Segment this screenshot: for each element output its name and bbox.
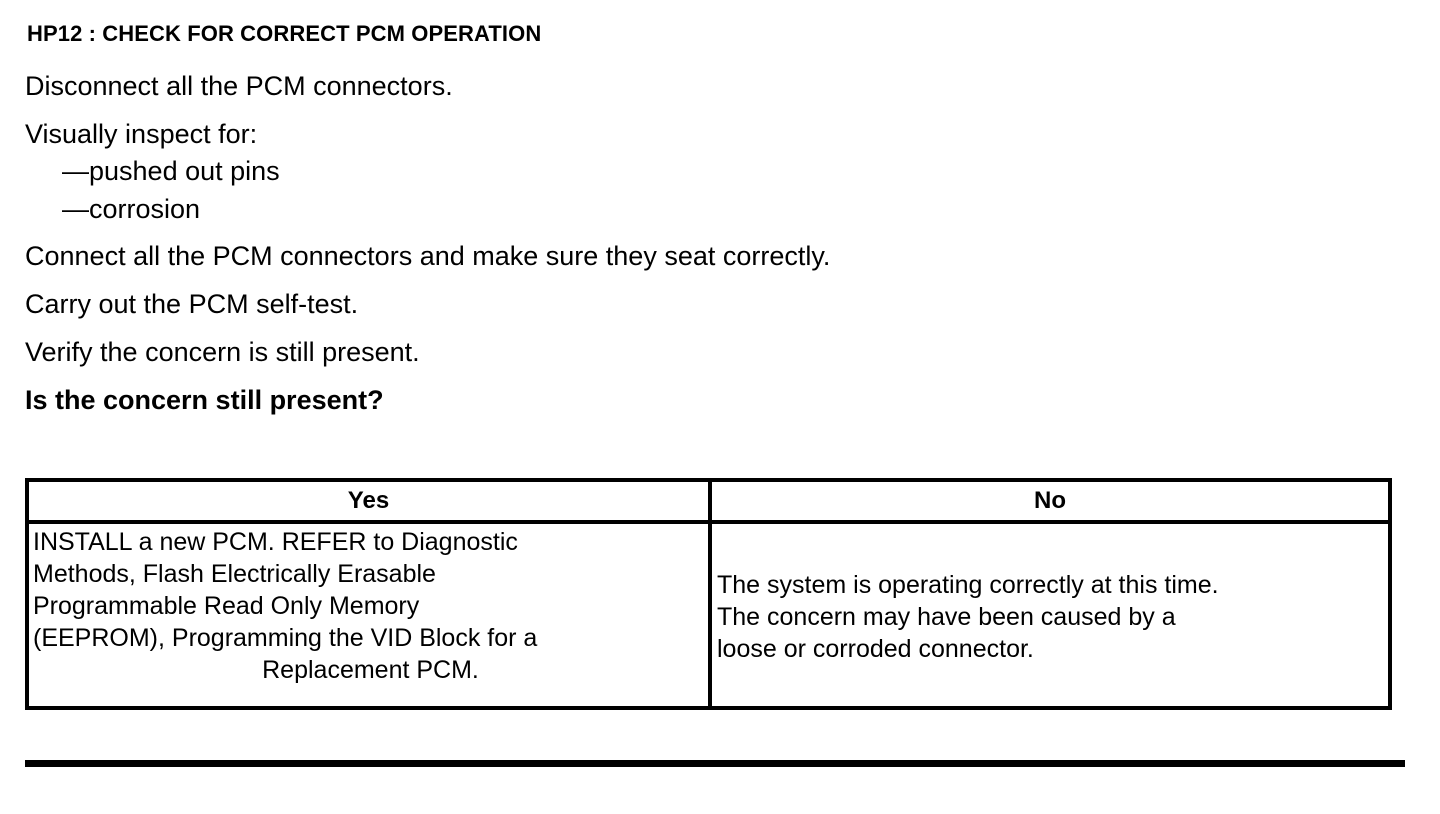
cell-text-line: loose or corroded connector. bbox=[717, 635, 1034, 663]
decision-table-body-row: INSTALL a new PCM. REFER to Diagnostic M… bbox=[29, 524, 1388, 710]
footer-divider-rule bbox=[25, 760, 1405, 767]
procedure-bullet-pushed-out-pins: —pushed out pins bbox=[62, 156, 280, 186]
column-divider bbox=[708, 524, 712, 710]
decision-table: Yes No INSTALL a new PCM. REFER to Diagn… bbox=[25, 478, 1392, 710]
decision-table-cell-yes: INSTALL a new PCM. REFER to Diagnostic M… bbox=[29, 524, 708, 710]
decision-table-header-no: No bbox=[1034, 487, 1066, 514]
cell-text-line: Programmable Read Only Memory bbox=[33, 592, 420, 620]
procedure-bullet-corrosion: —corrosion bbox=[62, 194, 201, 224]
cell-text-line: The concern may have been caused by a bbox=[717, 603, 1176, 631]
page-title: HP12 : CHECK FOR CORRECT PCM OPERATION bbox=[27, 21, 542, 46]
procedure-line-connect: Connect all the PCM connectors and make … bbox=[25, 241, 831, 271]
cell-text-line: The system is operating correctly at thi… bbox=[717, 571, 1219, 599]
procedure-line-carry-out-self-test: Carry out the PCM self-test. bbox=[25, 289, 359, 319]
procedure-line-visually-inspect: Visually inspect for: bbox=[25, 119, 258, 149]
procedure-line-verify-concern: Verify the concern is still present. bbox=[25, 337, 420, 367]
cell-text-line: Replacement PCM. bbox=[262, 656, 479, 684]
procedure-line-disconnect: Disconnect all the PCM connectors. bbox=[25, 71, 453, 101]
cell-text-line: INSTALL a new PCM. REFER to Diagnostic bbox=[33, 528, 518, 556]
procedure-question: Is the concern still present? bbox=[25, 385, 384, 415]
decision-table-header-row: Yes No bbox=[29, 482, 1388, 524]
decision-table-header-yes: Yes bbox=[347, 487, 390, 514]
decision-table-cell-no: The system is operating correctly at thi… bbox=[712, 524, 1388, 710]
column-divider bbox=[708, 482, 712, 520]
cell-text-line: (EEPROM), Programming the VID Block for … bbox=[33, 624, 538, 652]
cell-text-line: Methods, Flash Electrically Erasable bbox=[33, 560, 436, 588]
